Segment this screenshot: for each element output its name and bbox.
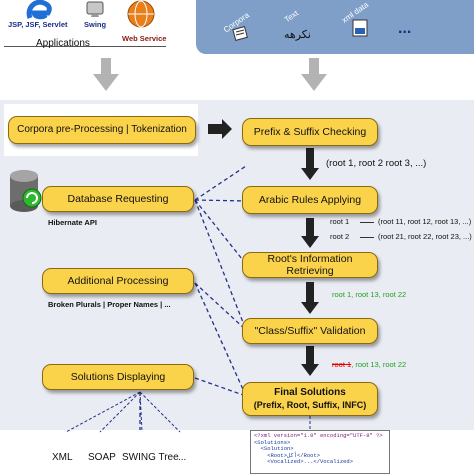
- swing-label: Swing: [84, 20, 107, 29]
- web-service-label: Web Service: [122, 34, 167, 43]
- root1-annotation: root 1: [330, 217, 350, 226]
- roots-info-box: Root's Information Retrieving: [242, 252, 378, 278]
- dash-db-to-validation: [194, 199, 247, 331]
- class-suffix-box: "Class/Suffix" Validation: [242, 318, 378, 344]
- final-solutions-title: Final Solutions: [274, 387, 346, 398]
- output-soap: SOAP: [88, 452, 116, 463]
- xml-line: <Vocalized>...</Vocalized>: [254, 458, 354, 465]
- dash-to-more: [139, 391, 181, 433]
- root2-values: (root 21, root 22, root 23, ...): [378, 232, 472, 241]
- green-roots-annotation: root 1, root 13, root 22: [332, 290, 407, 299]
- input-ellipsis: ...: [398, 20, 412, 37]
- arrow-roots-to-validation: [301, 282, 319, 314]
- dash-additional-to-validation: [194, 282, 247, 331]
- output-more: ...: [178, 452, 187, 463]
- dash-additional-to-final: [194, 282, 247, 397]
- output-xml: XML: [52, 452, 73, 463]
- gray-arrow-right: [300, 58, 328, 92]
- xml-line: <Root>أكل</Root>: [254, 451, 321, 459]
- applications-label: Applications: [36, 38, 90, 49]
- xml-file-icon: [350, 18, 370, 38]
- roots-list-annotation: (root 1, root 2 root 3, ...): [326, 158, 427, 169]
- preprocessing-box: Corpora pre-Processing | Tokenization: [8, 116, 196, 144]
- final-solutions-box: Final Solutions (Prefix, Root, Suffix, I…: [242, 382, 378, 416]
- xml-snippet-box: <?xml version="1.0" encoding="UTF-8" ?> …: [250, 430, 390, 474]
- dash-to-xml: [65, 391, 141, 433]
- dash-db-to-prefix: [194, 165, 247, 201]
- dash-to-swing: [139, 391, 143, 433]
- applications-underline: [4, 46, 166, 47]
- arrow-prefix-to-rules: [301, 148, 319, 180]
- additional-sub-label: Broken Plurals | Proper Names | ...: [48, 300, 171, 309]
- root1-values: (root 11, root 12, root 13, ...): [378, 217, 472, 226]
- dash-db-to-rules: [194, 199, 247, 202]
- solutions-displaying-box: Solutions Displaying: [42, 364, 194, 390]
- root2-line: [360, 237, 374, 238]
- arrow-rules-to-roots: [301, 218, 319, 248]
- hibernate-label: Hibernate API: [48, 218, 97, 227]
- ie-icon: [24, 0, 54, 20]
- java-icon: [84, 0, 108, 18]
- xml-line: <Solution>: [254, 445, 294, 452]
- jsp-label: JSP, JSF, Servlet: [8, 20, 68, 29]
- database-icon: [6, 168, 46, 216]
- prefix-suffix-box: Prefix & Suffix Checking: [242, 118, 378, 146]
- corpora-icon: [232, 24, 250, 42]
- output-swing-tree: SWING Tree: [122, 452, 179, 463]
- root1-line: [360, 222, 374, 223]
- dash-to-soap: [99, 391, 141, 433]
- web-service-icon: [124, 0, 158, 32]
- dash-solutions-to-final: [194, 377, 247, 397]
- additional-processing-box: Additional Processing: [42, 268, 194, 294]
- arrow-preprocessing-to-prefix: [208, 119, 232, 139]
- xml-line: <?xml version="1.0" encoding="UTF-8" ?>: [254, 432, 383, 439]
- xml-line: <Solutions>: [254, 438, 291, 446]
- arabic-rules-box: Arabic Rules Applying: [242, 186, 378, 214]
- final-solutions-sub: (Prefix, Root, Suffix, INFC): [253, 400, 367, 410]
- valid-roots: , root 13, root 22: [351, 360, 407, 369]
- dash-db-to-roots: [194, 199, 247, 265]
- database-box: Database Requesting: [42, 186, 194, 212]
- root2-annotation: root 2: [330, 232, 350, 241]
- arabic-text: نكرهه: [284, 29, 311, 41]
- validated-roots-annotation: root 1, root 13, root 22: [332, 360, 406, 369]
- arrow-validation-to-final: [301, 346, 319, 376]
- gray-arrow-left: [92, 58, 120, 92]
- invalid-root: root 1: [332, 360, 352, 369]
